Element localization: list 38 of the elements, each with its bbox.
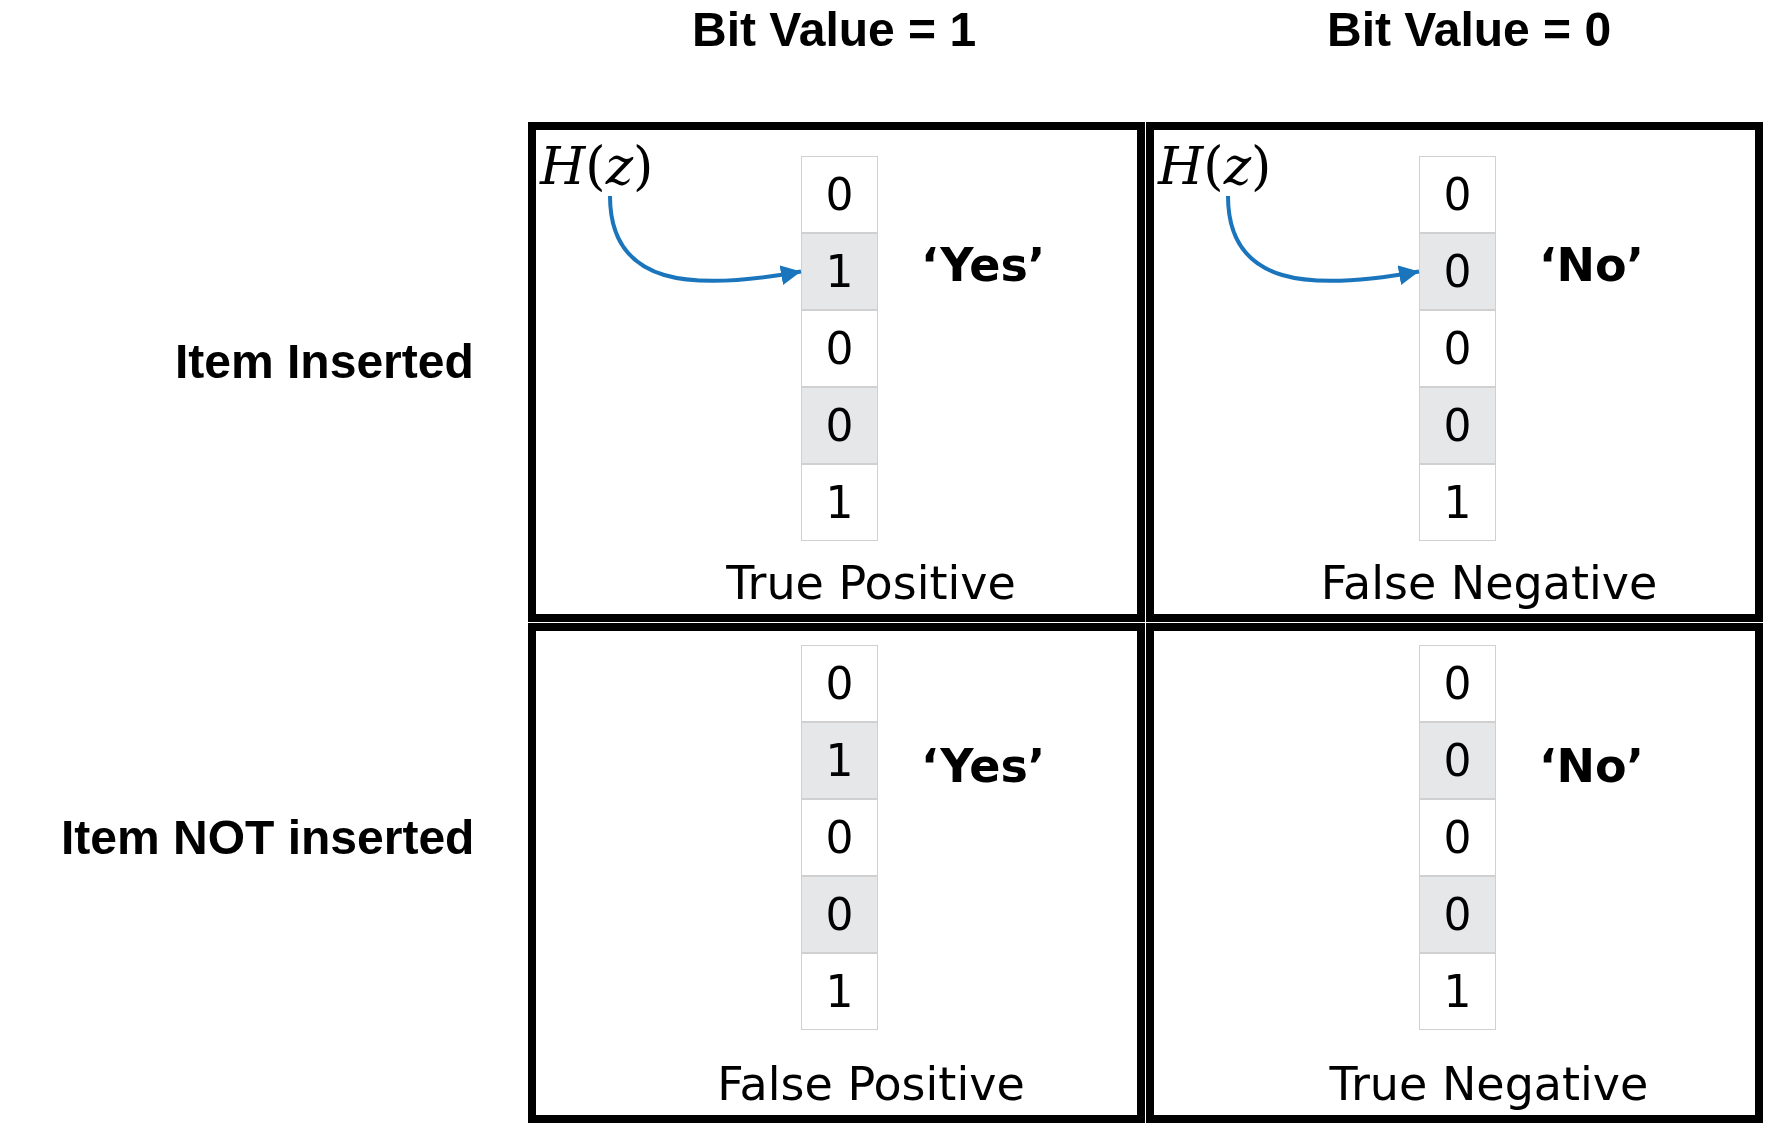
bit-cell: 1 [1419,464,1496,541]
bit-cell: 1 [801,233,878,310]
outcome-caption: True Positive [726,560,1016,606]
answer-text: ‘No’ [1539,743,1645,789]
hash-function-label: H(z) [540,140,654,192]
bit-cell: 0 [801,645,878,722]
bit-cell: 0 [1419,233,1496,310]
bit-cell: 0 [1419,310,1496,387]
row-header: Item Inserted [175,338,474,386]
bit-cell: 0 [801,387,878,464]
bit-cell: 1 [801,464,878,541]
bit-cell: 0 [801,799,878,876]
quadrant-cell [528,623,1145,1123]
column-header: Bit Value = 1 [692,6,977,54]
quadrant-cell [1146,122,1763,622]
answer-text: ‘Yes’ [921,743,1046,789]
bit-cell: 1 [801,953,878,1030]
hash-function-label: H(z) [1158,140,1272,192]
column-header: Bit Value = 0 [1327,6,1612,54]
bit-cell: 1 [801,722,878,799]
bit-cell: 0 [1419,156,1496,233]
curved-arrow [608,195,802,285]
bit-cell: 0 [801,876,878,953]
bit-cell: 0 [1419,645,1496,722]
bit-cell: 0 [1419,876,1496,953]
quadrant-cell [528,122,1145,622]
quadrant-cell [1146,623,1763,1123]
bit-cell: 0 [801,156,878,233]
curved-arrow [1226,195,1420,285]
answer-text: ‘Yes’ [921,242,1046,288]
answer-text: ‘No’ [1539,242,1645,288]
bit-cell: 0 [1419,799,1496,876]
bit-cell: 0 [1419,722,1496,799]
row-header: Item NOT inserted [61,814,475,862]
bit-cell: 0 [1419,387,1496,464]
bit-cell: 1 [1419,953,1496,1030]
outcome-caption: False Positive [717,1061,1025,1107]
bit-cell: 0 [801,310,878,387]
